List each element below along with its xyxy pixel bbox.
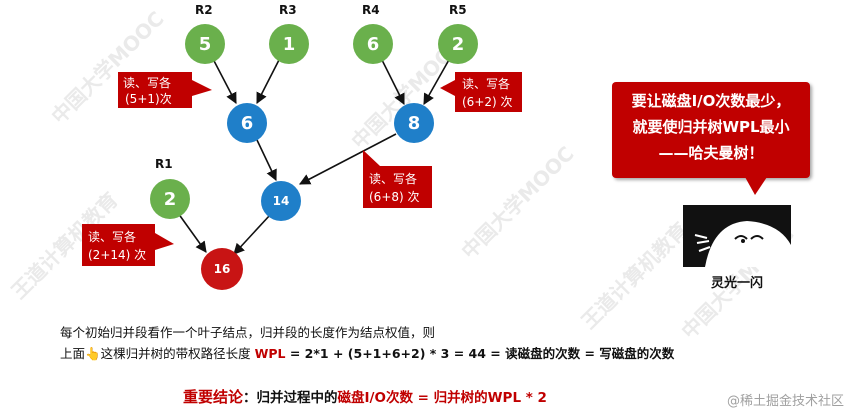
source-credit: @稀土掘金技术社区 (726, 394, 844, 409)
node-n14-value: 14 (273, 194, 290, 208)
conclusion-line: 重要结论：归并过程中的磁盘I/O次数 = 归并树的WPL * 2 (183, 386, 547, 407)
callout-c3-line2: (6+8) 次 (369, 190, 420, 204)
node-r5-value: 2 (452, 34, 465, 55)
meme-caption: 灵光一闪 (710, 276, 763, 291)
node-r2-value: 5 (199, 34, 212, 55)
conclusion-label: 重要结论 (183, 388, 244, 406)
run-label-r4: R4 (362, 3, 380, 17)
edge-r5-n8 (423, 57, 451, 105)
edge-r3-n6 (256, 57, 281, 104)
node-n16 (201, 248, 243, 290)
callout-c4-line2: (2+14) 次 (88, 248, 146, 262)
callout-c1: 读、写各 (5+1)次 (118, 72, 212, 108)
wpl-label: WPL (254, 346, 286, 361)
callout-c2-line1: 读、写各 (462, 76, 510, 91)
edge-r2-n6 (211, 56, 237, 104)
node-r3 (269, 24, 309, 64)
node-r5 (438, 24, 478, 64)
huffman-callout-tail (745, 177, 767, 195)
conclusion-colon-text: ：归并过程中的 (243, 390, 338, 406)
node-r4 (353, 24, 393, 64)
edge-n14-n16 (233, 214, 271, 255)
node-r2 (185, 24, 225, 64)
node-n16-value: 16 (214, 262, 231, 276)
node-r4-value: 6 (367, 34, 380, 55)
huffman-callout: 要让磁盘I/O次数最少， 就要使归并树WPL最小 ——哈夫曼树！ (612, 82, 810, 178)
callout-c2: 读、写各 (6+2) 次 (440, 72, 522, 112)
node-r3-value: 1 (283, 34, 296, 55)
explanation-line1: 每个初始归并段看作一个叶子结点，归并段的长度作为结点权值，则 (60, 325, 436, 340)
node-n8 (394, 103, 434, 143)
callout-c3-line1: 读、写各 (369, 171, 417, 186)
meme-figure-icon (683, 205, 791, 267)
watermark-mooc: 中国大学MOOC (457, 141, 579, 263)
explanation-line2: 上面👆这棵归并树的带权路径长度 WPL = 2*1 + (5+1+6+2) * … (60, 343, 674, 362)
watermark-wangdao: 王道计算机教育 (577, 218, 693, 334)
huffman-callout-line2: 就要使归并树WPL最小 (632, 118, 790, 136)
node-n14 (261, 181, 301, 221)
run-label-r2: R2 (195, 3, 213, 17)
tree-nodes: 5 1 6 2 2 6 8 14 16 (150, 24, 478, 290)
run-labels: R2 R3 R4 R5 R1 (155, 3, 467, 171)
wpl-formula: = 2*1 + (5+1+6+2) * 3 = 44 = 读磁盘的次数 = 写磁… (285, 346, 675, 361)
callout-c4: 读、写各 (2+14) 次 (82, 224, 174, 266)
edge-r4-n8 (380, 57, 405, 106)
callout-c1-line2: (5+1)次 (125, 92, 172, 106)
huffman-callout-line1: 要让磁盘I/O次数最少， (631, 92, 791, 110)
callout-c3: 读、写各 (6+8) 次 (363, 150, 432, 208)
run-label-r1: R1 (155, 157, 173, 171)
lightbulb-meme-image (683, 205, 791, 267)
pointing-up-icon: 👆 (85, 346, 101, 361)
callout-c1-line1: 读、写各 (123, 75, 171, 90)
node-r1 (150, 179, 190, 219)
watermark-mooc: 中国大学MOOC (47, 6, 169, 128)
run-label-r5: R5 (449, 3, 467, 17)
callout-c2-line2: (6+2) 次 (462, 95, 513, 109)
node-n6 (227, 103, 267, 143)
callout-c4-line1: 读、写各 (88, 229, 136, 244)
edge-n6-n14 (256, 139, 277, 182)
explanation-line2-pre: 上面 (60, 346, 86, 361)
edge-n8-n14 (299, 133, 397, 185)
conclusion-highlight: 磁盘I/O次数 = 归并树的WPL * 2 (337, 390, 547, 406)
edge-r1-n16 (177, 212, 207, 253)
tree-edges (177, 56, 451, 255)
explanation-line2-mid: 这棵归并树的带权路径长度 (100, 346, 255, 361)
node-n8-value: 8 (408, 113, 421, 134)
run-label-r3: R3 (279, 3, 297, 17)
node-r1-value: 2 (164, 189, 177, 210)
huffman-callout-line3: ——哈夫曼树！ (658, 144, 764, 162)
node-n6-value: 6 (241, 113, 254, 134)
